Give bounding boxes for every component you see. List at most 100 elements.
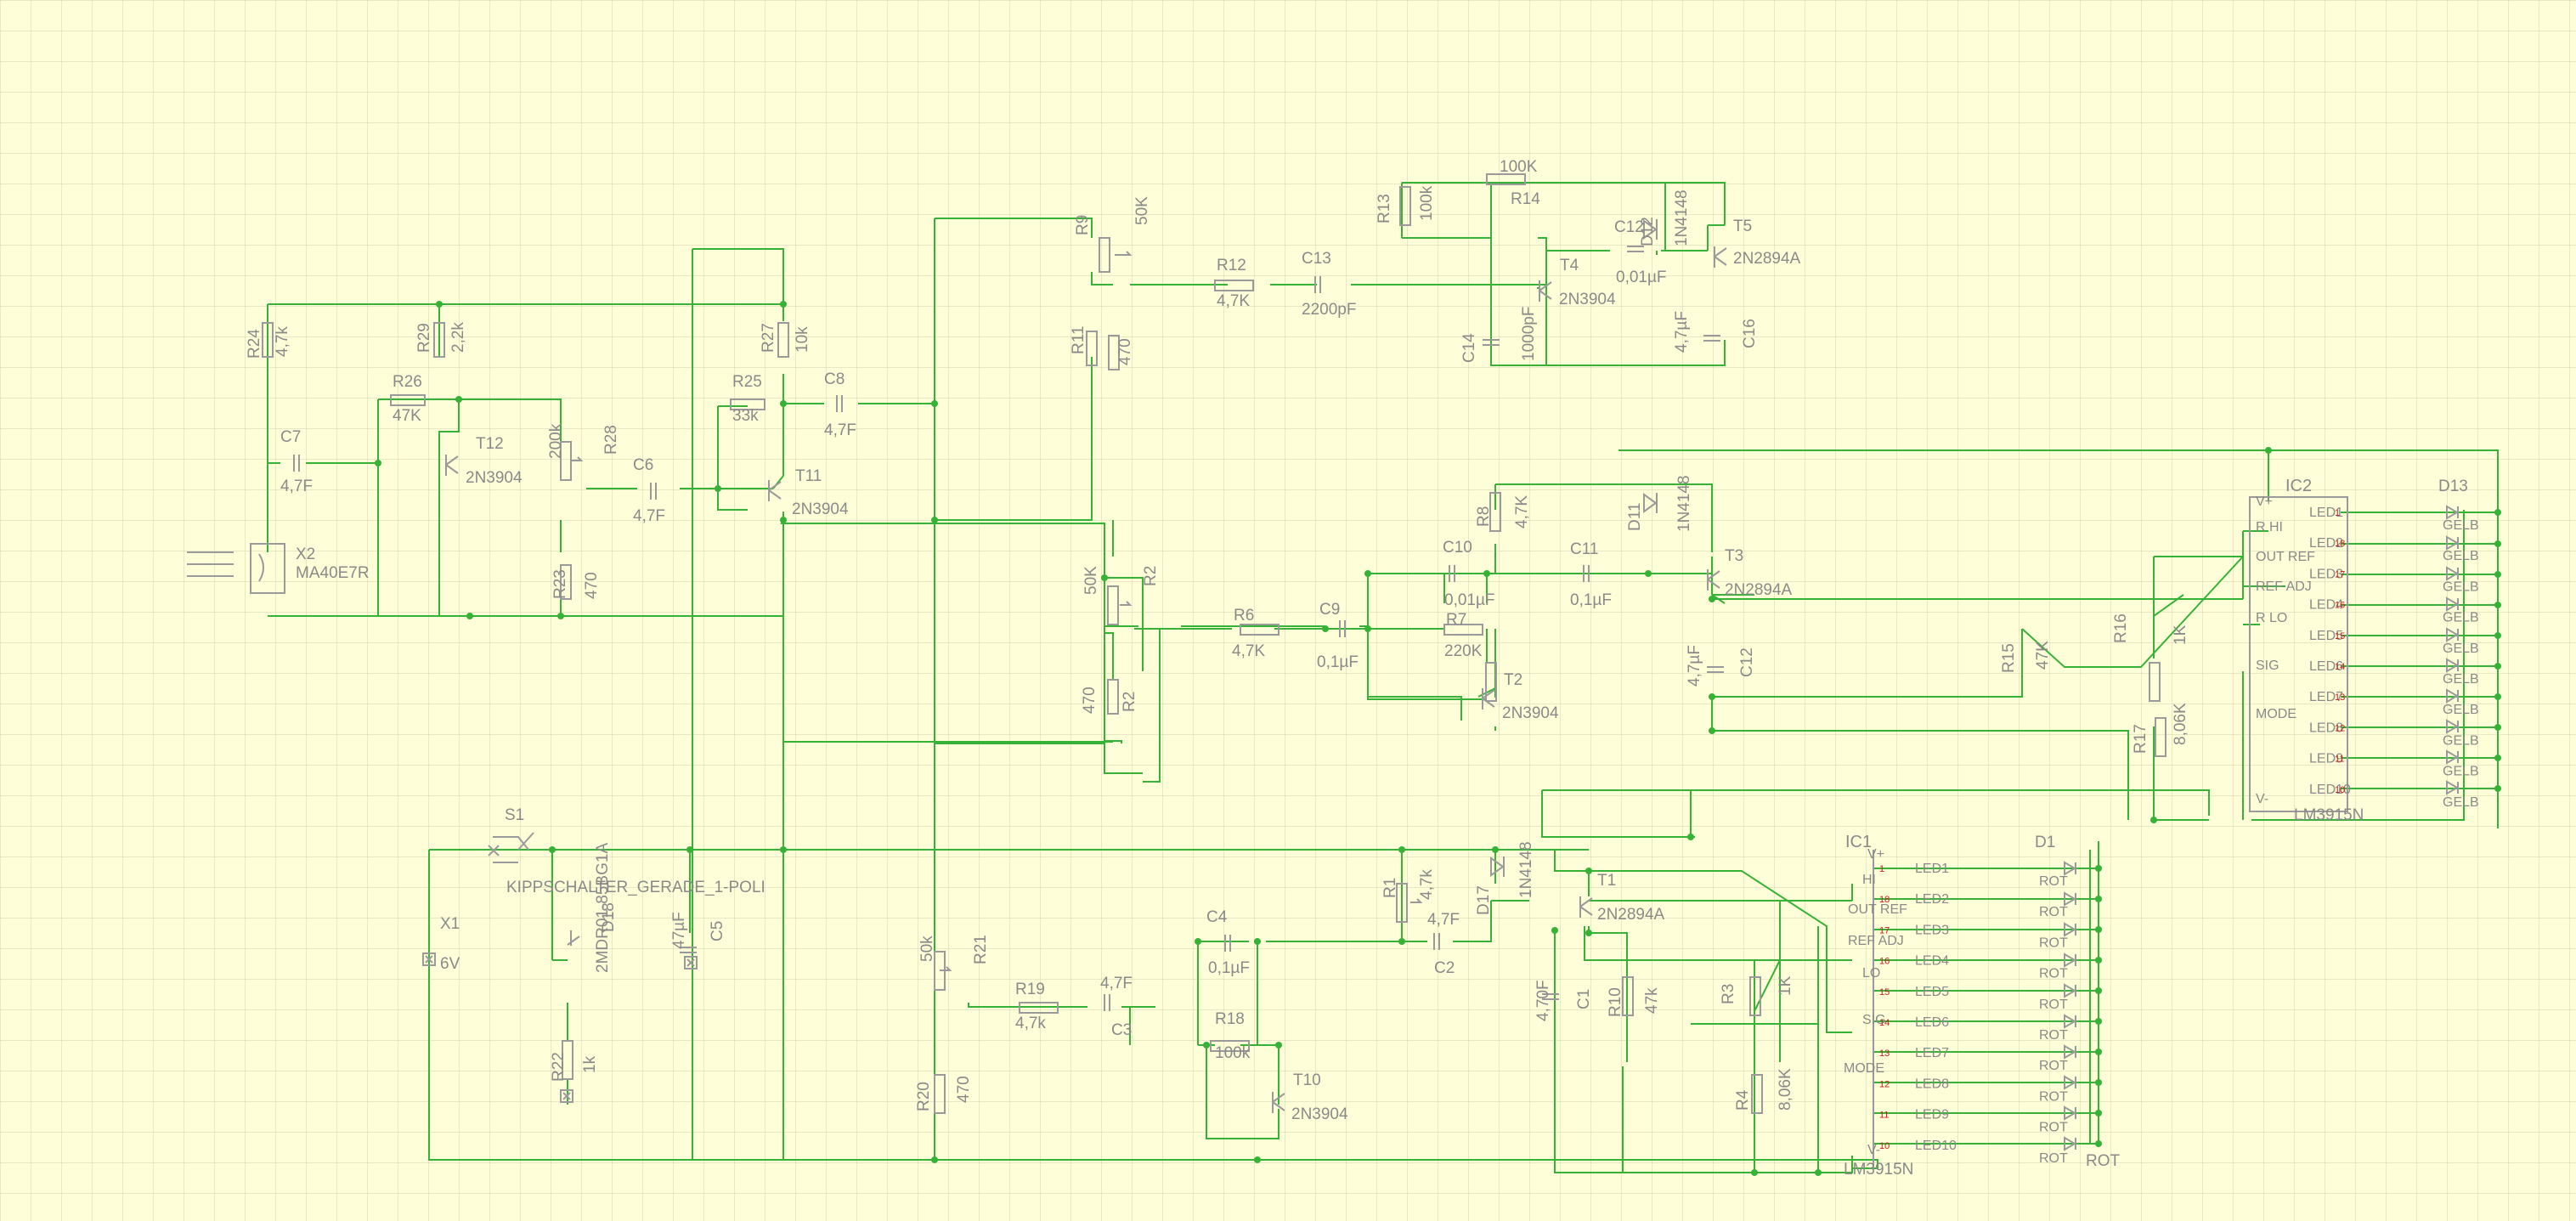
- label-c8-ref: C8: [824, 370, 845, 388]
- ic1-led-label: LED2: [1915, 892, 1949, 907]
- ic1-led-label: LED3: [1915, 923, 1949, 937]
- label-c1-ref: C1: [1575, 989, 1593, 1009]
- ic2-pin-mode: MODE: [2256, 707, 2296, 721]
- label-t12-ref: T12: [476, 435, 504, 453]
- label-c12b-value: 0,01µF: [1616, 269, 1667, 286]
- ic1-led-pin-number: 10: [1879, 1141, 1890, 1151]
- ic2-led-color-label: GELB: [2443, 642, 2479, 656]
- label-r27-value: 10k: [794, 326, 811, 353]
- label-d12-ref: D12: [1639, 217, 1657, 246]
- label-c3-ref: C3: [1111, 1021, 1132, 1039]
- ic2-led-color-label: GELB: [2443, 611, 2479, 625]
- wire-net: [267, 182, 2499, 1173]
- junction-dots: [375, 301, 2501, 1176]
- ic2-led-label: LED5: [2309, 629, 2343, 643]
- label-c16-ref: C16: [1741, 319, 1759, 348]
- label-r28-ref: R28: [602, 425, 620, 455]
- label-c11-value: 0,1µF: [1570, 591, 1612, 609]
- label-c1-value: 4,70F: [1534, 980, 1552, 1021]
- ic2-led-label: LED10: [2309, 783, 2351, 797]
- label-r18-value: 100k: [1215, 1044, 1251, 1062]
- ic1-led-pin-number: 12: [1879, 1079, 1890, 1089]
- ic1-led-label: LED9: [1915, 1108, 1949, 1122]
- label-c10-value: 0,01µF: [1444, 591, 1495, 609]
- label-ic2-value: LM3915N: [2294, 806, 2364, 824]
- label-r17-ref: R17: [2132, 724, 2149, 754]
- component-symbols: [187, 173, 2459, 1168]
- ic1-pin-sig: SIG: [1862, 1013, 1886, 1027]
- label-t2-ref: T2: [1504, 671, 1522, 689]
- label-r14-value: 100K: [1500, 158, 1538, 176]
- label-r4-value: 8,06K: [1777, 1068, 1794, 1111]
- ic1-led-label: LED7: [1915, 1046, 1949, 1060]
- label-r13-ref: R13: [1376, 194, 1393, 223]
- label-x2-ref: X2: [296, 545, 315, 563]
- label-x1-value: 6V: [440, 955, 460, 973]
- label-c12-ref: C12: [1738, 647, 1756, 677]
- label-c2-value: 4,7F: [1427, 911, 1460, 929]
- label-c10-ref: C10: [1443, 539, 1472, 557]
- ic-pin-labels: R HI OUT REF REF ADJ R LO SIG MODE V- V+…: [1844, 495, 2315, 1157]
- ic1-led-pin-number: 14: [1879, 1018, 1890, 1028]
- label-c2-ref: C2: [1434, 959, 1455, 977]
- label-d1-ref: D1: [2035, 834, 2055, 851]
- label-s1-value: KIPPSCHALTER_GERADE_1-POLI: [506, 879, 765, 896]
- label-r15-ref: R15: [2000, 643, 2018, 673]
- label-c14-ref: C14: [1460, 333, 1478, 363]
- label-r20-ref: R20: [915, 1082, 933, 1111]
- label-d12-value: 1N4148: [1673, 189, 1691, 246]
- label-r25-value: 33k: [732, 407, 759, 425]
- label-t3-value: 2N2894A: [1725, 581, 1793, 599]
- ic2-led-pin-number: 13: [2335, 692, 2345, 703]
- label-t5-ref: T5: [1733, 218, 1752, 235]
- ic2-pin-rhi: R HI: [2256, 520, 2283, 534]
- ic2-led-color-label: GELB: [2443, 795, 2479, 810]
- label-r26-ref: R26: [393, 373, 422, 391]
- label-t11-value: 2N3904: [792, 500, 849, 518]
- label-t10-ref: T10: [1293, 1071, 1321, 1089]
- label-r7-value: 220K: [1444, 642, 1483, 660]
- ic2-led-label: LED3: [2309, 567, 2343, 581]
- label-r10-value: 47k: [1643, 987, 1661, 1014]
- label-r20-value: 470: [955, 1076, 973, 1103]
- ic2-led-color-label: GELB: [2443, 672, 2479, 687]
- label-r22-value: 1k: [581, 1055, 599, 1073]
- label-r12-value: 4,7K: [1217, 292, 1250, 310]
- label-r11-value: 470: [1116, 338, 1134, 365]
- label-c12b-ref: C12: [1614, 218, 1644, 236]
- label-c7-value: 4,7F: [280, 478, 313, 495]
- ic1-led-color-label: ROT: [2039, 1151, 2068, 1166]
- label-r15-value: 47K: [2034, 641, 2052, 670]
- label-x2-value: MA40E7R: [296, 564, 370, 582]
- ic1-led-color-label: ROT: [2039, 874, 2068, 889]
- led-bar-labels: LED11GELBLED218GELBLED317GELBLED416GELBL…: [1879, 506, 2479, 1166]
- label-t11-ref: T11: [795, 467, 822, 485]
- ic1-pin-refadj: REF ADJ: [1848, 934, 1904, 948]
- ic1-pin-mode: MODE: [1844, 1061, 1884, 1076]
- label-r1-ref: R1: [1381, 878, 1399, 898]
- ic2-led-pin-number: 15: [2335, 631, 2345, 642]
- ic2-led-color-label: GELB: [2443, 765, 2479, 779]
- ic2-led-label: LED4: [2309, 598, 2343, 613]
- label-r21-ref: R21: [972, 935, 990, 964]
- ic2-pin-refadj: REF ADJ: [2256, 579, 2312, 594]
- label-t12-value: 2N3904: [466, 469, 523, 487]
- label-r23-value: 470: [583, 572, 601, 599]
- ic2-led-color-label: GELB: [2443, 579, 2479, 594]
- label-r2a-ref: R2: [1142, 566, 1160, 586]
- label-r21-value: 50k: [918, 936, 936, 962]
- label-r24-value: 4,7k: [274, 326, 291, 357]
- ic2-pin-vminus: V-: [2256, 792, 2268, 806]
- label-r26-value: 47K: [393, 407, 421, 425]
- ic2-led-pin-number: 12: [2335, 723, 2345, 733]
- label-d18-value: 2MDR01-85BG1A: [594, 843, 612, 973]
- ic2-led-label: LED2: [2309, 536, 2343, 551]
- label-r28-value: 200k: [547, 423, 565, 459]
- label-c8-value: 4,7F: [824, 421, 856, 439]
- ic2-led-label: LED6: [2309, 659, 2343, 674]
- label-t4-value: 2N3904: [1559, 291, 1616, 308]
- ic1-led-color-label: ROT: [2039, 905, 2068, 919]
- label-r10-ref: R10: [1607, 987, 1624, 1017]
